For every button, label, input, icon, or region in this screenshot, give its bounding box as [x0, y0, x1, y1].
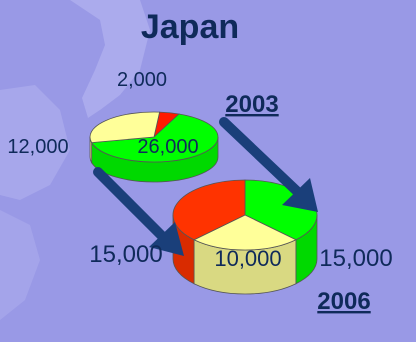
map-land-west — [0, 85, 70, 200]
year-label-2003: 2003 — [225, 91, 278, 118]
pie-2003 — [89, 111, 219, 183]
data-label-2003-green: 26,000 — [137, 136, 198, 158]
pie-2003-slice-2 — [89, 111, 161, 144]
data-label-2006-red: 15,000 — [89, 241, 162, 268]
arrow-to-2006-left — [93, 167, 184, 256]
data-label-2003-red: 2,000 — [117, 69, 167, 91]
pie-2006-slice-2 — [172, 179, 246, 241]
data-label-2003-yellow: 12,000 — [7, 136, 68, 158]
data-label-2006-green: 15,000 — [319, 245, 392, 272]
pie-2003-slice-1 — [90, 113, 219, 163]
year-label-2006: 2006 — [317, 288, 370, 315]
map-land-south — [0, 210, 40, 320]
data-label-2006-yellow: 10,000 — [214, 246, 281, 271]
map-land-north — [70, 0, 150, 118]
chart-title: Japan — [141, 8, 239, 46]
pie-2006-slice-1 — [193, 214, 297, 251]
arrow-to-2006-right — [219, 117, 318, 212]
